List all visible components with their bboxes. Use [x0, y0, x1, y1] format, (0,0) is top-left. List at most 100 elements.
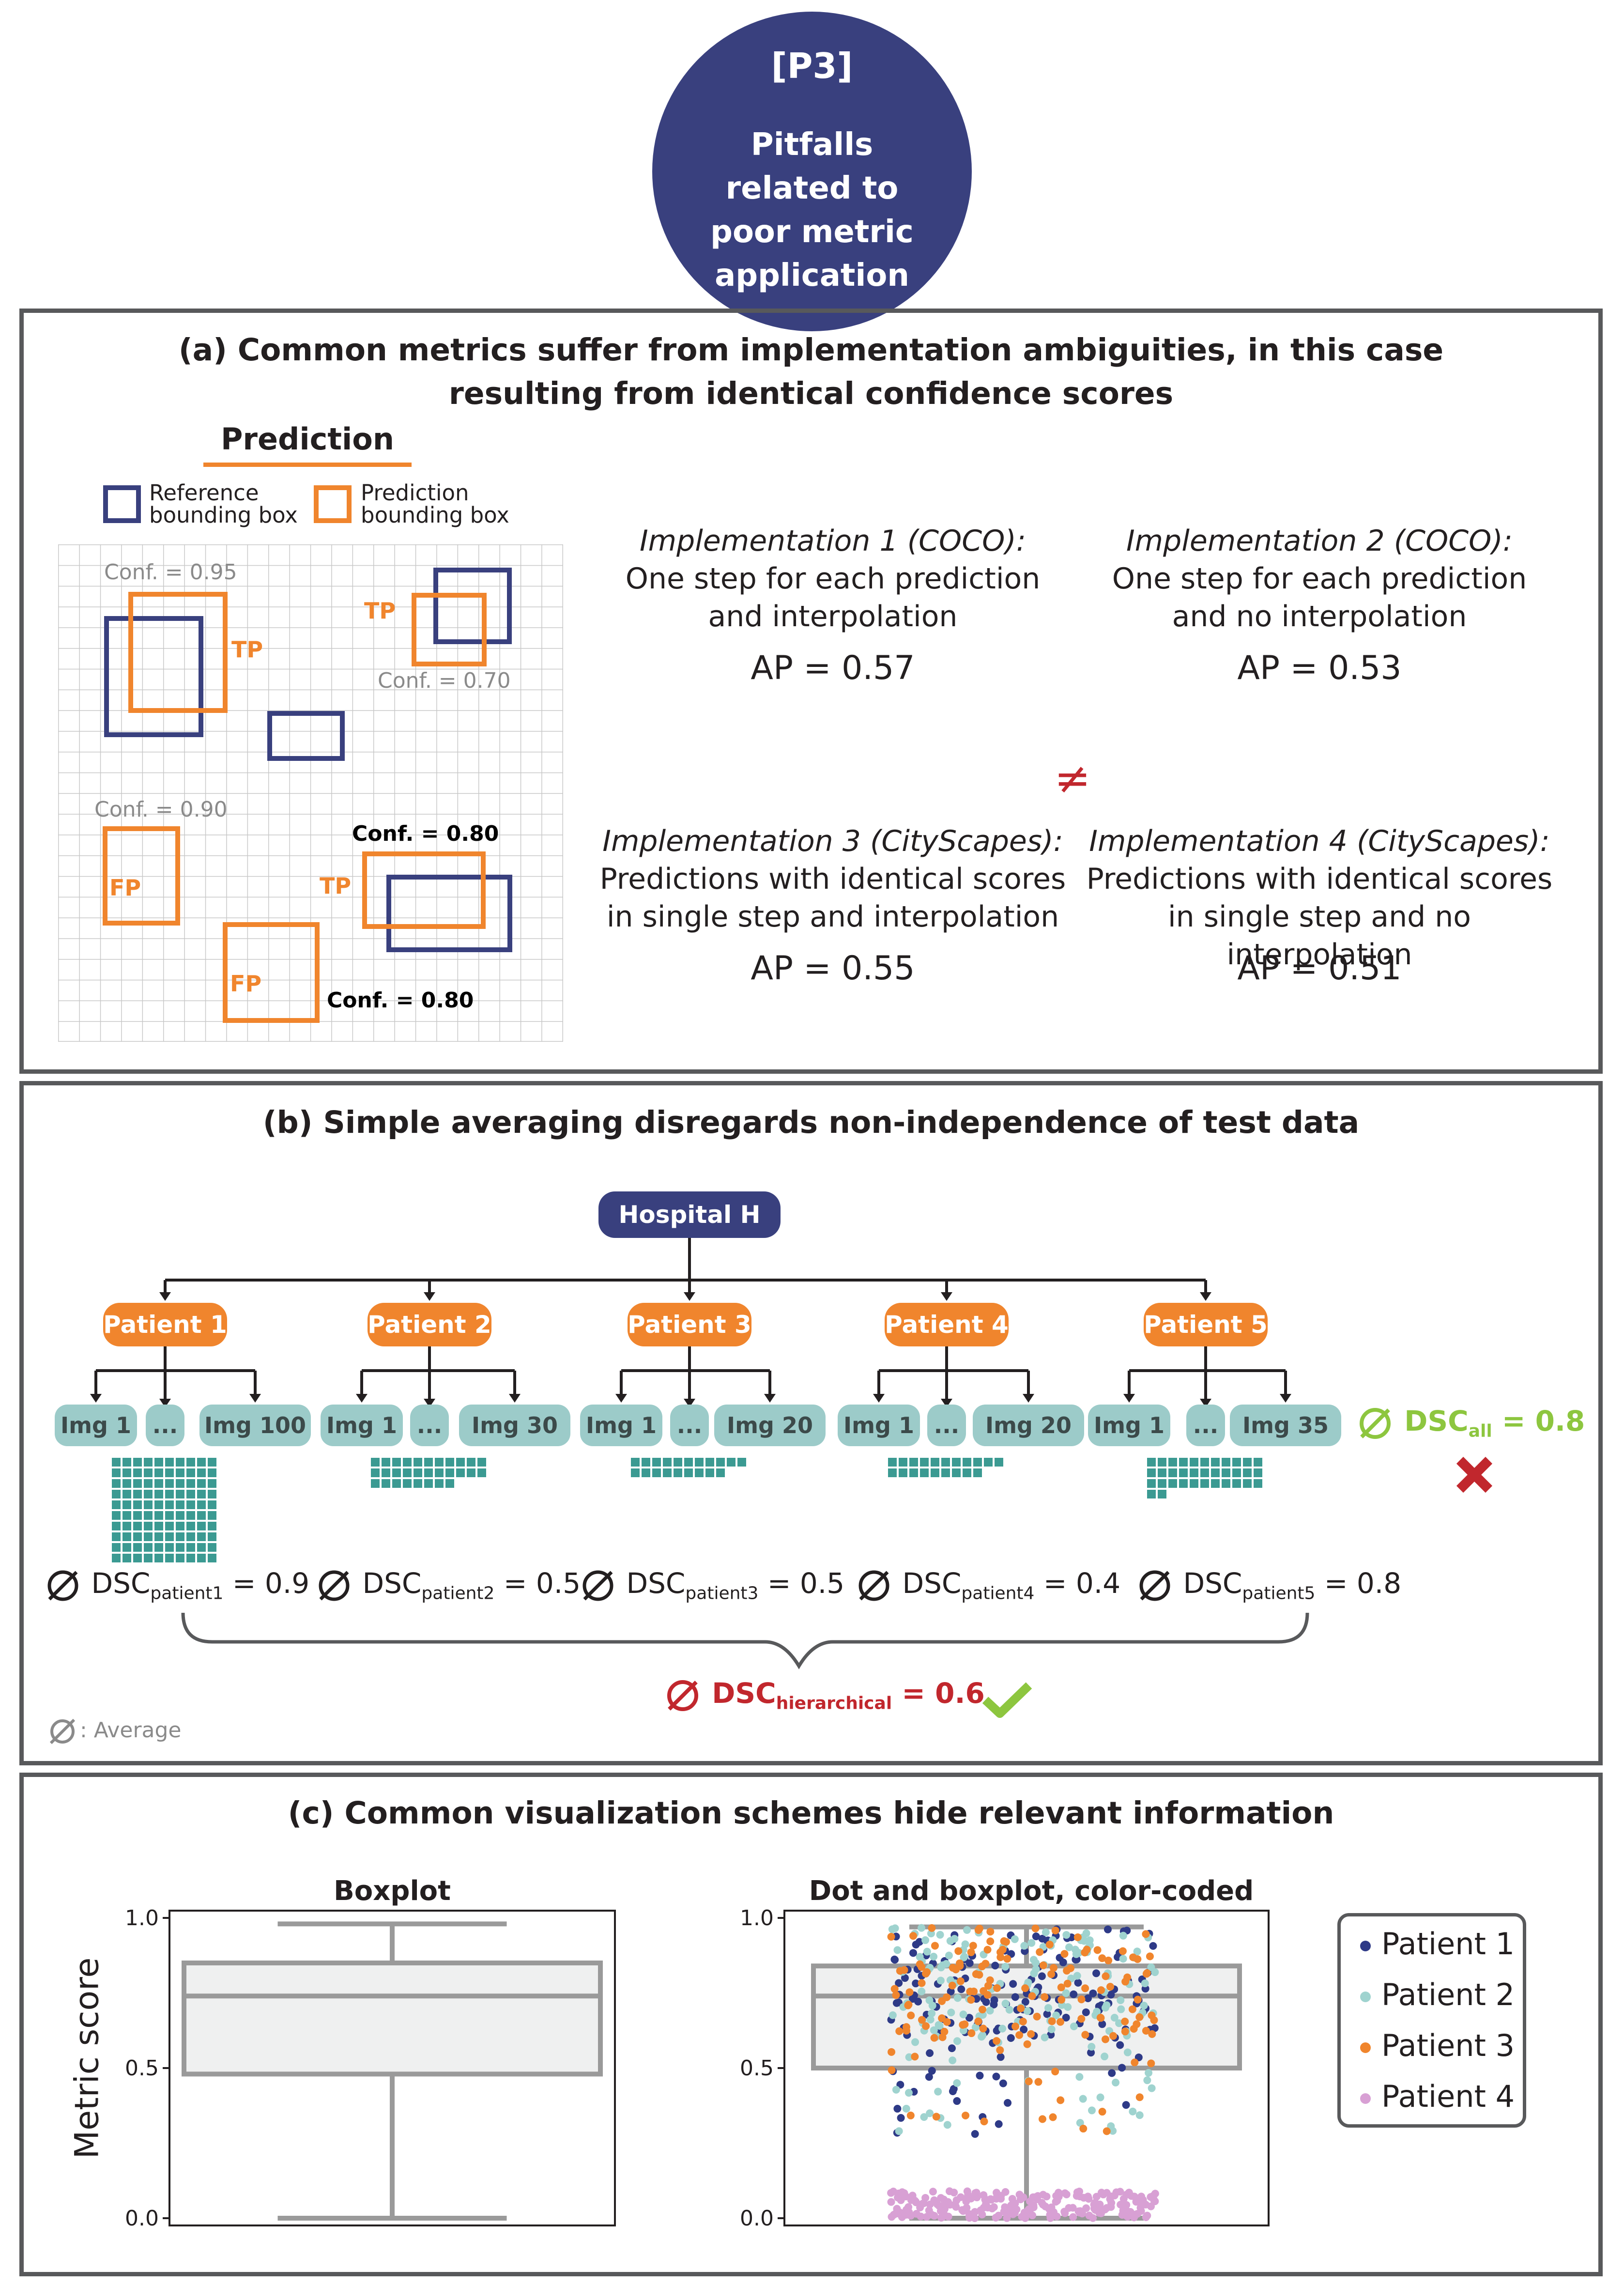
data-point [993, 2189, 1001, 2197]
data-point [917, 2212, 925, 2221]
data-point [1087, 2049, 1095, 2057]
data-point [1070, 1990, 1078, 1998]
image-square [1222, 1479, 1230, 1488]
data-point [1023, 2007, 1031, 2015]
dsc-base: DSC [1183, 1567, 1242, 1600]
image-node: ... [670, 1405, 709, 1446]
image-square [197, 1458, 206, 1467]
data-point [916, 1953, 924, 1961]
image-square [186, 1511, 195, 1520]
image-square [716, 1458, 725, 1467]
dsc-patient: DSCpatient5 = 0.8 [1135, 1567, 1401, 1604]
image-square [642, 1458, 650, 1467]
image-square [133, 1554, 142, 1562]
image-square [1179, 1468, 1188, 1477]
data-point [979, 2024, 987, 2033]
image-square [123, 1554, 131, 1562]
ap-value: AP = 0.53 [1237, 649, 1402, 687]
data-point [918, 2016, 926, 2024]
y-tick-label: 0.5 [125, 2056, 159, 2081]
data-point [921, 1936, 930, 1944]
legend-label: Patient 3 [1381, 2028, 1515, 2063]
data-point [996, 2053, 1005, 2061]
image-square [899, 1468, 907, 1477]
image-square [133, 1500, 142, 1509]
image-square [176, 1468, 184, 1477]
data-point [1077, 2015, 1086, 2023]
data-point [1052, 2198, 1060, 2206]
data-point [1103, 2127, 1111, 2135]
data-point [993, 1984, 1001, 1992]
data-point [967, 1996, 975, 2004]
image-square [133, 1511, 142, 1520]
image-square [477, 1458, 486, 1467]
image-square [186, 1500, 195, 1509]
image-square [1211, 1458, 1220, 1467]
prediction-box [412, 593, 487, 666]
data-point [1116, 2188, 1124, 2196]
boxplot-title: Boxplot [334, 1875, 451, 1907]
data-point [1130, 2213, 1138, 2222]
data-point [1082, 2008, 1090, 2016]
data-point [902, 2023, 910, 2031]
data-point [956, 1977, 965, 1985]
data-point [923, 1947, 931, 1956]
dsc-base: DSC [626, 1567, 686, 1600]
data-point [1001, 1962, 1010, 1971]
image-square [154, 1522, 163, 1530]
data-point [928, 1924, 936, 1932]
patient-node: Patient 1 [103, 1303, 227, 1346]
data-point [912, 1941, 920, 1949]
data-point [893, 1946, 902, 1954]
data-point [1106, 1983, 1114, 1991]
data-point [1110, 2013, 1118, 2022]
image-node: Img 20 [714, 1405, 826, 1446]
data-point [1079, 2125, 1088, 2133]
legend-item: Patient 1 [1360, 1926, 1515, 1962]
image-square [1179, 1479, 1188, 1488]
data-point [1135, 2093, 1144, 2101]
data-point [1145, 2069, 1153, 2077]
implementation-3: Implementation 3 (CityScapes): Predictio… [596, 822, 1070, 936]
data-point [976, 2071, 984, 2080]
data-point [1023, 2040, 1031, 2048]
data-point [1020, 2025, 1028, 2034]
dsc-patient: DSCpatient2 = 0.5 [315, 1567, 581, 1604]
image-node: Img 35 [1230, 1405, 1341, 1446]
image-square [456, 1458, 465, 1467]
data-point [1116, 2041, 1124, 2049]
image-square [1147, 1479, 1156, 1488]
data-point [1151, 2190, 1159, 2198]
data-point [1027, 1939, 1036, 1947]
data-point [1140, 2001, 1148, 2009]
data-point [1038, 1934, 1046, 1943]
data-point [961, 1940, 969, 1948]
data-point [943, 2018, 951, 2026]
implementation-line: and interpolation [708, 600, 958, 633]
ap-value: AP = 0.57 [751, 649, 915, 687]
dsc-value: = 0.9 [232, 1567, 310, 1600]
data-point [942, 1960, 950, 1968]
data-point [1049, 1964, 1057, 1972]
dsc-hierarchical: DSChierarchical = 0.6 [663, 1677, 985, 1714]
dsc-all-sub: all [1468, 1421, 1492, 1441]
data-point [1033, 2012, 1041, 2021]
data-point [948, 1981, 956, 1990]
data-point [1142, 2213, 1150, 2221]
data-point [1019, 2193, 1027, 2201]
data-point [996, 2046, 1004, 2054]
conf-label: Conf. = 0.80 [352, 821, 499, 846]
image-square [1158, 1468, 1166, 1477]
data-point [1117, 2005, 1125, 2013]
prediction-box [103, 826, 180, 926]
data-point [904, 2001, 912, 2009]
data-point [936, 2207, 945, 2215]
image-square [154, 1543, 163, 1552]
data-point [912, 1979, 920, 1988]
data-point [1009, 1980, 1017, 1988]
data-point [995, 2120, 1003, 2128]
data-point [1091, 2198, 1099, 2207]
data-point [931, 1942, 939, 1950]
data-point [1011, 2199, 1019, 2208]
image-square [695, 1468, 704, 1477]
